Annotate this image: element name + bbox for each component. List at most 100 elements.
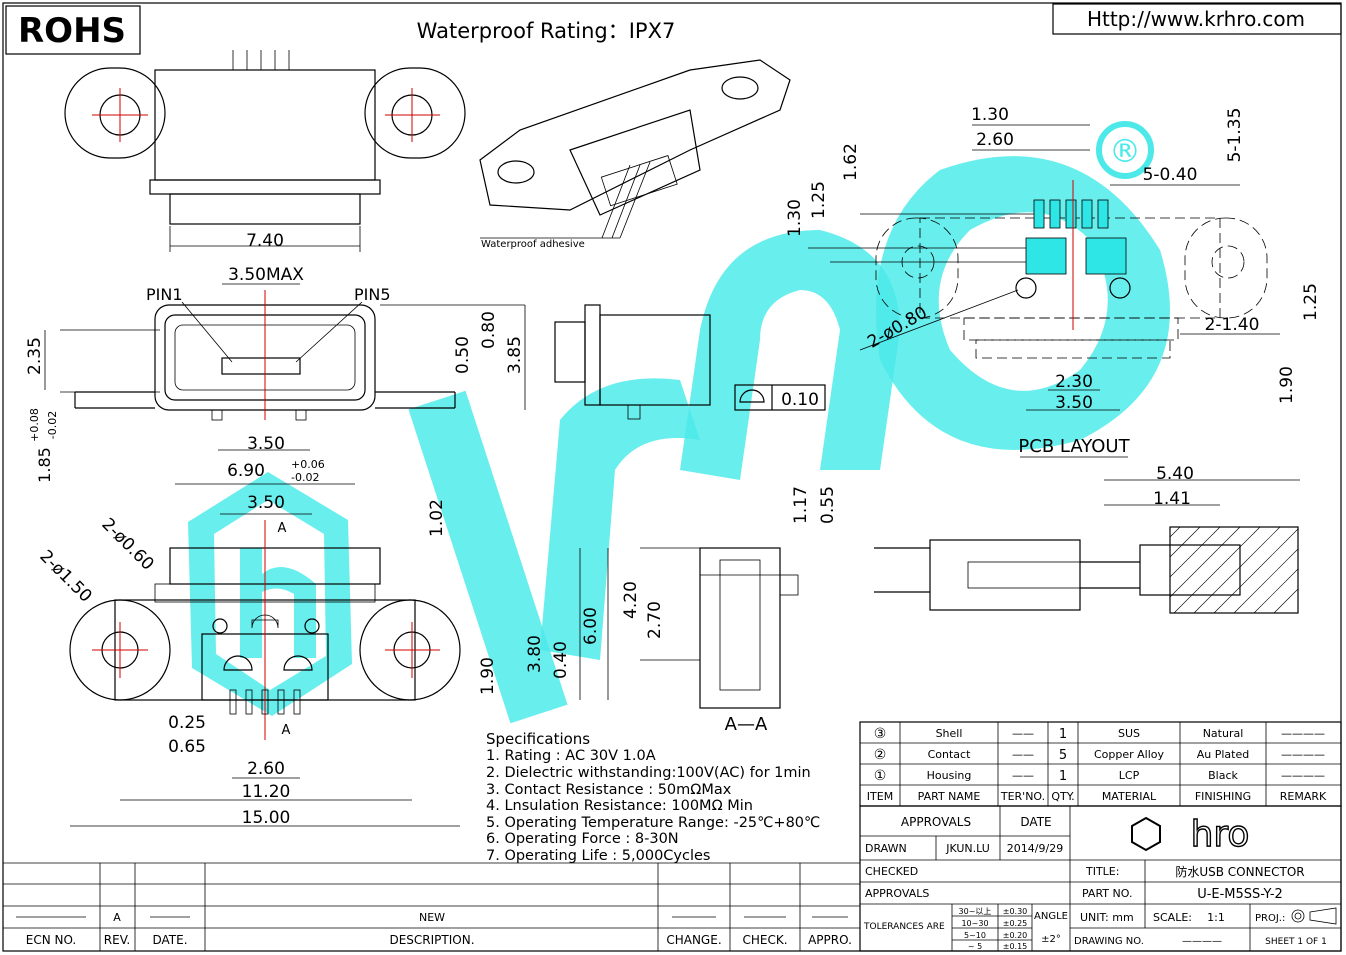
dim-bottom-1-02: 1.02 — [427, 499, 447, 537]
dim-section-4-20: 4.20 — [621, 581, 641, 619]
dim-pcb-2-30: 2.30 — [1055, 372, 1093, 392]
dim-bottom-hole-0-60: 2-ø0.60 — [97, 514, 157, 574]
tb-tol-range: 5~10 — [964, 931, 986, 940]
tb-proj-label: PROJ.: — [1255, 913, 1285, 924]
bom-row-1-name: Housing — [927, 769, 972, 782]
rev-value: A — [113, 911, 121, 924]
tb-tol-range: 10~30 — [961, 919, 988, 928]
tb-sheet: SHEET 1 OF 1 — [1265, 937, 1327, 947]
tb-tol-value: ±0.30 — [1003, 907, 1028, 916]
side-view: 0.10 — [554, 304, 826, 420]
dim-front-0-80: 0.80 — [479, 311, 499, 349]
spec-item: 6. Operating Force : 8-30N — [486, 831, 679, 847]
pcb-layout: 1.30 2.60 5-1.35 1.62 1.25 1.30 5-0.40 2… — [785, 105, 1321, 458]
bom-row-3-ter: —— — [1012, 727, 1034, 740]
section-mark-bottom: A — [282, 723, 291, 738]
tb-title-label: TITLE: — [1085, 865, 1119, 878]
bom-row-3-material: SUS — [1118, 727, 1140, 740]
dim-pcb-1-62: 1.62 — [841, 143, 861, 181]
bom-header-item: ITEM — [867, 790, 893, 803]
spec-item: 5. Operating Temperature Range: -25℃+80℃ — [486, 815, 820, 831]
dim-bottom-1-90: 1.90 — [478, 657, 498, 695]
bom-header-qty: QTY. — [1051, 790, 1074, 803]
rev-header-description: DESCRIPTION. — [389, 933, 474, 947]
section-title: A—A — [725, 714, 768, 735]
section-view: 4.20 2.70 A—A — [621, 547, 799, 735]
spec-item: 4. Lnsulation Resistance: 100MΩ Min — [486, 798, 753, 814]
dim-bottom-0-65: 0.65 — [168, 737, 206, 757]
dim-pcb-2-60: 2.60 — [976, 130, 1014, 150]
dim-bottom-2-60: 2.60 — [247, 759, 285, 779]
bom-header-material: MATERIAL — [1102, 790, 1157, 803]
tb-drawing-no-label: DRAWING NO. — [1074, 936, 1144, 947]
dim-front-2-35: 2.35 — [25, 337, 45, 375]
dim-pcb-1-90: 1.90 — [1277, 366, 1297, 404]
rohs-label: ROHS — [18, 11, 126, 51]
bom-row-2-qty: 5 — [1059, 748, 1067, 763]
rev-header-rev: REV. — [104, 933, 130, 947]
watermark-registered: ® — [1109, 132, 1141, 170]
watermark-logo-icon: ® — [188, 121, 1170, 724]
dim-front-3-85: 3.85 — [505, 336, 525, 374]
rev-header-ecn: ECN NO. — [26, 933, 77, 947]
dim-side-flatness: 0.10 — [781, 390, 819, 410]
tb-drawn-date: 2014/9/29 — [1007, 842, 1063, 855]
bom-row-2-material: Copper Alloy — [1094, 748, 1165, 761]
dim-bottom-hole-1-50: 2-ø1.50 — [35, 546, 95, 606]
rohs-box — [5, 5, 141, 55]
dim-pcb-5-1-35: 5-1.35 — [1225, 108, 1245, 163]
bom-row-3-item: ③ — [874, 726, 887, 742]
tb-angle-value: ±2° — [1041, 934, 1061, 945]
front-view: 3.50MAX PIN1 PIN5 2.35 0.80 0.50 3.85 3.… — [25, 265, 526, 485]
pin1-label: PIN1 — [146, 285, 183, 304]
bom-row-1-remark: ———— — [1281, 769, 1325, 782]
specs-title: Specifications — [486, 730, 590, 748]
tb-logo-text: hro — [1191, 814, 1250, 855]
tb-unit: UNIT: mm — [1080, 911, 1134, 924]
tb-title-value: 防水USB CONNECTOR — [1175, 864, 1304, 879]
rev-header-check: CHECK. — [742, 933, 787, 947]
tb-scale-label: SCALE: — [1153, 911, 1192, 924]
tb-drawn-label: DRAWN — [865, 842, 907, 855]
dim-profile-5-40: 5.40 — [1156, 464, 1194, 484]
dim-pcb-1-30: 1.30 — [971, 105, 1009, 125]
dim-pcb-5-0-40: 5-0.40 — [1143, 165, 1198, 185]
bom-row-2-name: Contact — [928, 748, 971, 761]
dim-profile-1-41: 1.41 — [1153, 489, 1191, 509]
top-view: 7.40 — [64, 50, 466, 252]
dim-front-maxwidth: 3.50MAX — [228, 265, 304, 285]
rev-desc: NEW — [419, 911, 445, 924]
website-box — [1052, 3, 1342, 35]
bom-row-1-qty: 1 — [1059, 769, 1067, 784]
bom-header-part-name: PART NAME — [918, 790, 981, 803]
bom-row-1-material: LCP — [1119, 769, 1140, 782]
rev-header-date: DATE. — [152, 933, 187, 947]
title-block: APPROVALS DATE DRAWN JKUN.LU 2014/9/29 C… — [859, 805, 1342, 952]
tb-part-no-value: U-E-M5SS-Y-2 — [1197, 887, 1283, 902]
dim-bottom-0-55: 0.55 — [818, 486, 838, 524]
bom-header-remark: REMARK — [1280, 790, 1327, 803]
tb-tolerances-label: TOLERANCES ARE — [863, 922, 945, 932]
dim-pcb-3-50: 3.50 — [1055, 393, 1093, 413]
hro-logo-icon: hro — [1131, 813, 1250, 856]
section-mark-top: A — [278, 521, 287, 536]
tb-tol-value: ±0.20 — [1003, 931, 1028, 940]
dim-section-2-70: 2.70 — [645, 601, 665, 639]
dim-bottom-3-50: 3.50 — [247, 493, 285, 513]
tb-approvals-header: APPROVALS — [901, 815, 971, 829]
iso-view: Waterproof adhesive — [479, 59, 791, 250]
rev-header-appro: APPRO. — [808, 933, 852, 947]
tb-drawn-by: JKUN.LU — [945, 842, 990, 855]
tb-angle-label: ANGLE — [1034, 911, 1068, 922]
bom-row-2-remark: ———— — [1281, 748, 1325, 761]
tb-checked-label: CHECKED — [865, 865, 918, 878]
dim-front-6-90-tol-plus: +0.06 — [291, 458, 325, 471]
profile-view: 5.40 1.41 — [874, 464, 1300, 614]
pcb-layout-title: PCB LAYOUT — [1018, 436, 1130, 457]
bom-header-finishing: FINISHING — [1195, 790, 1251, 803]
dim-front-1-85: 1.85 — [35, 447, 54, 483]
tb-part-no-label: PART NO. — [1082, 887, 1132, 900]
bom-row-1-item: ① — [874, 768, 887, 784]
waterproof-adhesive-label: Waterproof adhesive — [481, 239, 585, 250]
